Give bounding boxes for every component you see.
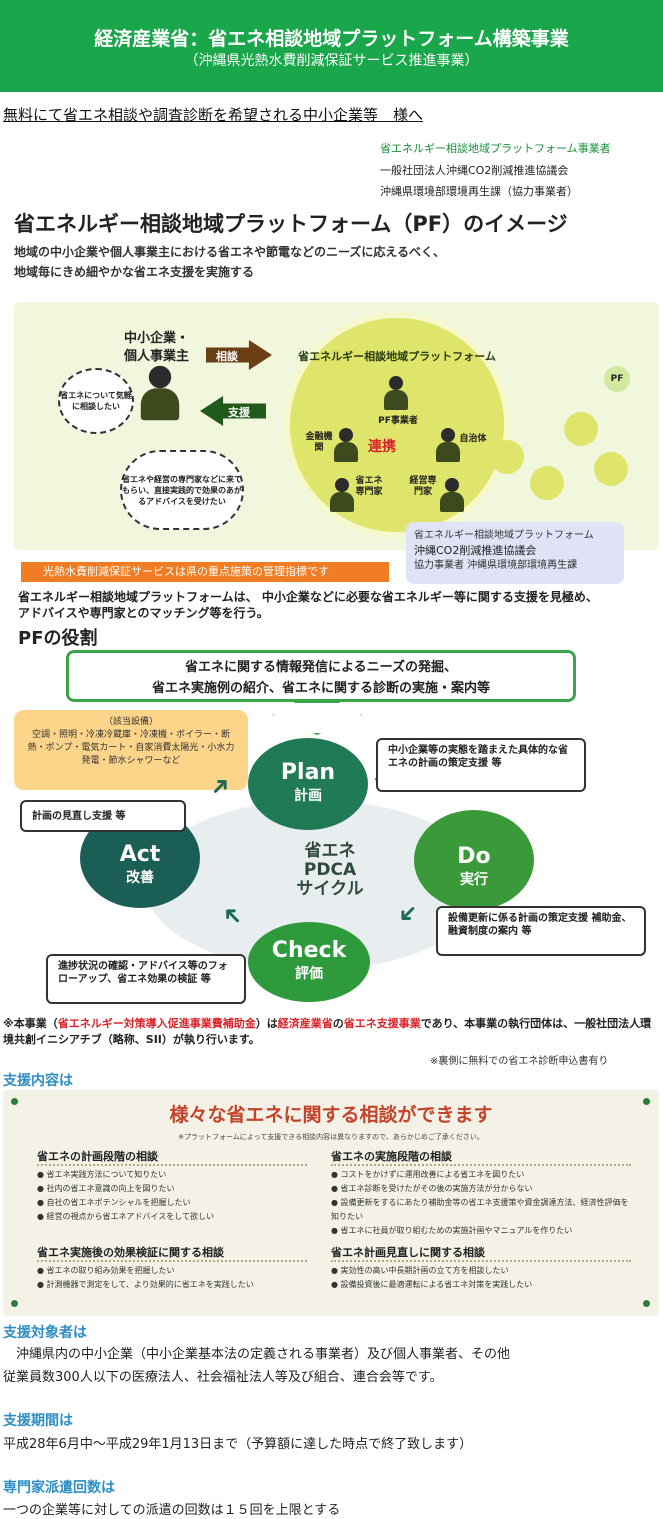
pf-node-icon [594,452,628,486]
page-header: 経済産業省：省エネ相談地域プラットフォーム構築事業 （沖縄県光熱水費削減保証サー… [0,0,663,92]
info-box: 省エネに関する情報発信によるニーズの発掘、 省エネ実施例の紹介、省エネに関する診… [66,650,576,702]
target-line-2: 従業員数300人以下の医療法人、社会福祉法人等及び組合、連合会等です。 [3,1370,443,1385]
footnote: ※本事業（省エネルギー対策導入促進事業費補助金）は経済産業省の省エネ支援事業であ… [3,1017,652,1046]
node-local-gov: 自治体 [459,434,487,444]
consult-plan-review: 省エネ計画見直しに関する相談 ● 実効性の高い中長期計画の立て方を相談したい ●… [331,1246,631,1292]
pf-badge: PF [610,374,624,384]
support-content-heading: 支援内容は [3,1073,73,1089]
kpi-bar: 光熱水費削減保証サービスは県の重点施策の管理指標です [21,562,389,582]
node-pf-operator: PF事業者 [378,416,418,426]
pf-circle-label: 省エネルギー相談地域プラットフォーム [298,350,496,363]
pf-lead-1: 地域の中小企業や個人事業主における省エネや節電などのニーズに応えるべく、 [14,245,446,259]
org-heading: 省エネルギー相談地域プラットフォーム事業者 [380,142,611,155]
corner-dot-icon [11,1098,18,1105]
down-arrow-icon [272,701,362,735]
dispatch-line: 一つの企業等に対しての派遣の回数は１５回を上限とする [3,1503,341,1518]
check-note: 進捗状況の確認・アドバイス等のフォローアップ、省エネ効果の検証 等 [46,954,246,1004]
node-energy-expert: 省エネ専門家 [355,476,383,497]
consult-verification: 省エネ実施後の効果検証に関する相談 ● 省エネの取り組み効果を把握したい ● 計… [37,1246,307,1292]
renkei-label: 連携 [368,439,396,455]
mgmt-expert-icon [440,478,464,512]
consult-implement-stage: 省エネの実施段階の相談 ● コストをかけずに運用改善による省エネを図りたい ● … [331,1150,631,1238]
target-line-1: 沖縄県内の中小企業（中小企業基本法の定義される事業者）及び個人事業者、その他 [3,1347,511,1362]
local-gov-person-icon [436,428,460,462]
corner-dot-icon [643,1300,650,1307]
equipment-box: （該当設備） 空調・照明・冷凍冷蔵庫・冷凍機・ボイラー・断熱・ポンプ・電気カート… [14,710,248,790]
dispatch-heading: 専門家派遣回数は [3,1480,115,1496]
pf-desc-2: アドバイスや専門家とのマッチング等を行う。 [18,606,269,620]
pf-circle: 省エネルギー相談地域プラットフォーム PF事業者 連携 金融機関 自治体 省エネ… [284,312,510,538]
period-line: 平成28年6月中～平成29年1月13日まで（予算額に達した時点で終了致します） [3,1437,473,1452]
corner-dot-icon [643,1098,650,1105]
pf-node-icon [530,466,564,500]
sme-label: 中小企業・ 個人事業主 [124,331,190,364]
consult-arrow-label: 相談 [216,350,238,363]
consult-panel: 様々な省エネに関する相談ができます ※プラットフォームによって支援できる相談内容… [3,1090,659,1316]
consult-plan-stage: 省エネの計画段階の相談 ● 省エネ実践方法について知りたい ● 社内の省エネ意識… [37,1150,307,1224]
pf-desc-1: 省エネルギー相談地域プラットフォームは、 中小企業などに必要な省エネルギー等に関… [18,590,598,604]
do-circle: Do 実行 [414,810,534,910]
org-line-1: 一般社団法人沖縄CO2削減推進協議会 [380,164,569,177]
bubble-casual: 省エネについて気軽に相談したい [58,368,134,434]
corner-dot-icon [11,1300,18,1307]
pf-illustration: 中小企業・ 個人事業主 相談 支援 省エネについて気軽に相談したい 省エネや経営… [14,302,659,550]
pf-operator-icon [384,376,408,410]
consult-title: 様々な省エネに関する相談ができます [169,1104,493,1126]
pf-node-icon [564,412,598,446]
target-heading: 支援対象者は [3,1325,87,1341]
period-heading: 支援期間は [3,1413,73,1429]
do-note: 設備更新に係る計画の策定支援 補助金、融資制度の案内 等 [436,906,646,956]
pdca-center-label: 省エネ PDCA サイクル [296,841,364,899]
check-circle: Check 評価 [248,922,370,1002]
bubble-expert: 省エネや経営の専門家などに来てもらい、直接実践的で効果のあがるアドバイスを受けた… [120,450,244,530]
pf-image-title: 省エネルギー相談地域プラットフォーム（PF）のイメージ [14,212,568,236]
support-arrow-label: 支援 [228,406,250,419]
node-finance: 金融機関 [305,432,333,453]
pf-lead-2: 地域毎にきめ細やかな省エネ支援を実施する [14,265,255,279]
org-line-2: 沖縄県環境部環境再生課（協力事業者） [380,185,578,198]
role-title: PFの役割 [18,628,98,649]
back-side-note: ※裏側に無料での省エネ診断申込書有り [430,1056,609,1067]
plan-note: 中小企業等の実態を踏まえた具体的な省エネの計画の策定支援 等 [376,738,586,792]
page-title: 経済産業省：省エネ相談地域プラットフォーム構築事業 [94,28,569,50]
pf-operator-box: 省エネルギー相談地域プラットフォーム 沖縄CO2削減推進協議会 協力事業者 沖縄… [406,522,624,584]
finance-person-icon [334,428,358,462]
node-mgmt-expert: 経営専門家 [409,476,437,497]
act-note: 計画の見直し支援 等 [20,800,186,832]
addressee-line: 無料にて省エネ相談や調査診断を希望される中小企業等 様へ [3,106,424,124]
plan-circle: Plan 計画 [248,738,368,830]
pf-node-icon [490,440,524,474]
sme-person-icon [140,365,180,421]
page-subtitle: （沖縄県光熱水費削減保証サービス推進事業） [184,53,479,69]
energy-expert-icon [330,478,354,512]
consult-subtitle: ※プラットフォームによって支援できる相談内容は異なりますので、あらかじめご了承く… [178,1133,484,1141]
